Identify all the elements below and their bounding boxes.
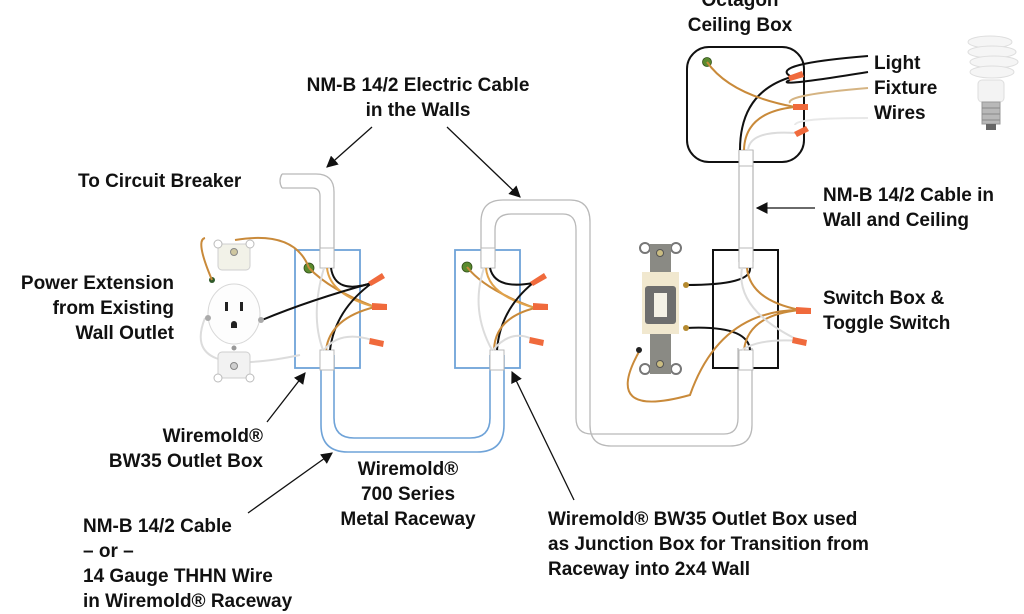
arrow-junction-box — [511, 370, 575, 501]
light-fixture-wires-label: Light Fixture Wires — [874, 53, 938, 124]
callout-arrows — [247, 126, 815, 514]
bw35-outlet-box — [199, 236, 387, 371]
wall-cable-to-ceiling — [738, 150, 754, 262]
wall-cable-to-breaker — [279, 173, 335, 262]
arrow-walls-right — [446, 126, 521, 198]
bw35-outlet-box-label: Wiremold® BW35 Outlet Box — [108, 426, 263, 472]
octagon-ceiling-box — [686, 46, 869, 167]
raceway-700-series — [320, 355, 505, 453]
raceway-700-label: Wiremold® 700 Series Metal Raceway — [340, 459, 476, 530]
junction-box-label: Wiremold® BW35 Outlet Box used as Juncti… — [548, 509, 869, 580]
power-extension-label: Power Extension from Existing Wall Outle… — [20, 273, 174, 344]
arrow-outlet-box — [266, 372, 306, 423]
wall-cable-to-switch — [480, 199, 753, 447]
wire-nut-icon — [368, 273, 387, 347]
wire-nut-icon — [792, 307, 811, 346]
octagon-box-label: Octagon Ceiling Box — [687, 0, 793, 36]
cfl-bulb-icon — [967, 35, 1019, 130]
switch-box-label: Switch Box & Toggle Switch — [823, 288, 951, 334]
nmb-walls-label: NM-B 14/2 Electric Cable in the Walls — [306, 75, 530, 121]
duplex-receptacle — [200, 237, 264, 383]
wiring-diagram — [199, 35, 1019, 514]
wire-nut-icon — [529, 273, 548, 346]
wire-nut-icon — [788, 71, 809, 137]
nmb-wall-ceiling-label: NM-B 14/2 Cable in Wall and Ceiling — [823, 185, 995, 231]
nmb-or-thhn-label: NM-B 14/2 Cable – or – 14 Gauge THHN Wir… — [83, 516, 293, 612]
bw35-junction-box — [454, 247, 548, 371]
circuit-breaker-label: To Circuit Breaker — [78, 171, 242, 192]
arrow-walls-left — [326, 126, 373, 168]
switch-box — [626, 247, 811, 403]
arrow-raceway — [247, 452, 333, 514]
toggle-switch — [636, 242, 689, 375]
